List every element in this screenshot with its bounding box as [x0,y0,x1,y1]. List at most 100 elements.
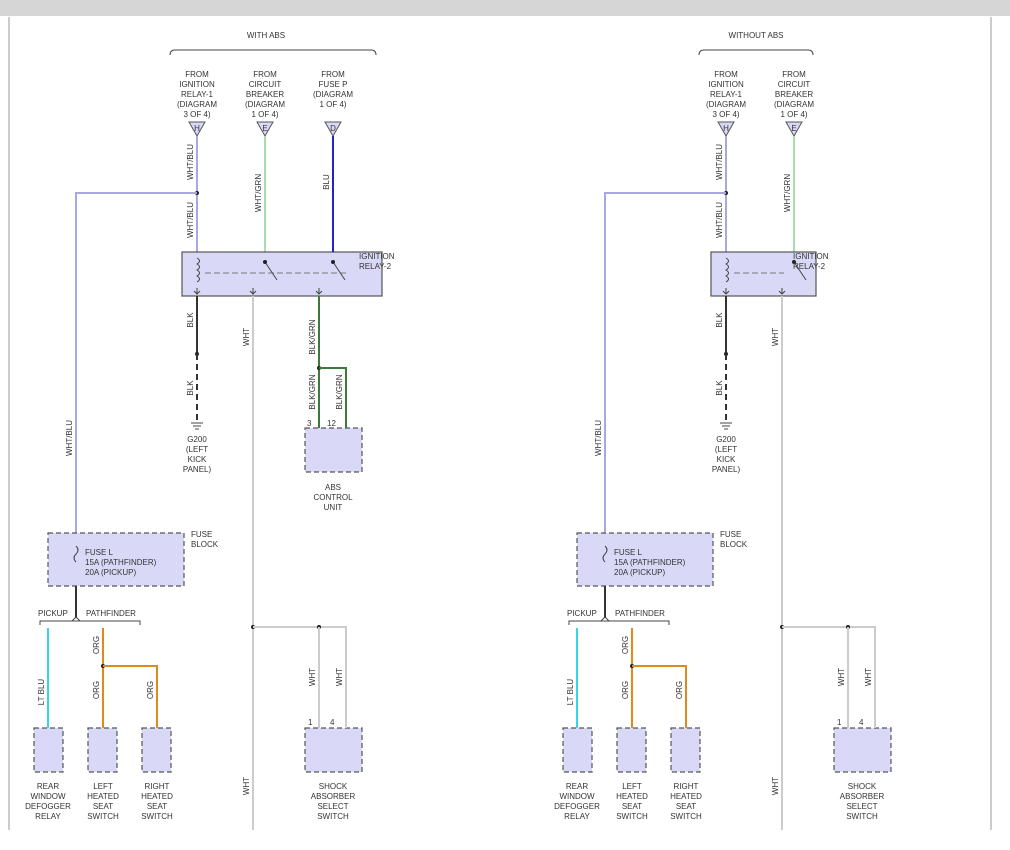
source-e-pin-letter: E [262,124,267,133]
ground-label: G200 [187,435,207,444]
source-label: FUSE P [319,80,348,89]
ground-label: PANEL) [712,465,741,474]
source-h-connector [717,121,735,138]
source-e-connector [785,121,803,138]
abs-pin-label: 12 [327,419,336,428]
component-label: DEFOGGER [25,802,71,811]
component-label: HEATED [670,792,702,801]
component-label: SEAT [93,802,113,811]
source-label: CIRCUIT [249,80,282,89]
abs-control-unit-label: UNIT [324,503,343,512]
fuse-block-body [576,532,714,587]
source-label: IGNITION [708,80,744,89]
fuse-l-label: 20A (PICKUP) [614,568,665,577]
component-label: RIGHT [674,782,699,791]
component-body [833,727,892,773]
variant-bracket-tip [600,616,610,622]
component-body [616,727,647,773]
component-label: RELAY [35,812,61,821]
wire-color-label: WHT/BLU [715,144,724,180]
wire-color-label: BLK/GRN [335,374,344,409]
shock-pin-label: 4 [330,718,335,727]
source-label: 3 OF 4) [712,110,739,119]
fuse-l-symbol [73,545,79,563]
component-label: ABSORBER [840,792,885,801]
variant-bracket [39,620,141,625]
relay-coil [725,257,729,283]
relay-coil [196,257,200,283]
component-label: LEFT [93,782,113,791]
source-label: 3 OF 4) [183,110,210,119]
source-label: (DIAGRAM [313,90,353,99]
wire-blk-grn-branch [319,367,347,428]
component-label: SHOCK [848,782,877,791]
source-label: BREAKER [246,90,284,99]
source-h-pin-letter: H [723,124,729,133]
wire-color-label: ORG [675,681,684,699]
relay-terminal-arrow [778,288,786,295]
ground-label: PANEL) [183,465,212,474]
wire-wht-to-shock [253,626,347,728]
component-label: SWITCH [141,812,173,821]
component-body [87,727,118,773]
wire-org-branch [632,665,687,728]
wire-color-label: BLK [715,380,724,396]
wire-color-label: WHT/BLU [186,144,195,180]
wire-color-label: WHT [771,777,780,795]
component-label: SHOCK [319,782,348,791]
component-body [304,727,363,773]
wire-wht-to-shock [782,626,876,728]
abs-control-unit-label: CONTROL [313,493,353,502]
wire-color-label: BLU [322,174,331,190]
wire-color-label: WHT/GRN [254,174,263,212]
variant-bracket-tip [71,616,81,622]
component-label: DEFOGGER [554,802,600,811]
wire-color-label: BLK [186,380,195,396]
relay-switch-contact [264,261,278,281]
wire-color-label: WHT [771,328,780,346]
source-e-connector [256,121,274,138]
shock-pin-label: 1 [837,718,842,727]
wire-color-label: WHT/BLU [715,202,724,238]
source-label: FROM [321,70,345,79]
source-label: 1 OF 4) [251,110,278,119]
source-label: (DIAGRAM [177,100,217,109]
component-body [33,727,64,773]
wire-color-label: BLK/GRN [308,374,317,409]
source-label: 1 OF 4) [780,110,807,119]
source-label: (DIAGRAM [245,100,285,109]
ground-label: KICK [188,455,207,464]
variant-pickup-label: PICKUP [38,609,68,618]
wire-color-label: WHT/BLU [594,420,603,456]
fuse-l-label: FUSE L [614,548,643,557]
abs-control-unit-label: ABS [325,483,341,492]
wire-color-label: ORG [146,681,155,699]
source-label: IGNITION [179,80,215,89]
component-label: REAR [566,782,588,791]
component-label: SWITCH [87,812,119,821]
wire-color-label: ORG [621,636,630,654]
source-label: RELAY-1 [181,90,214,99]
ground-label: KICK [717,455,736,464]
component-label: HEATED [616,792,648,801]
variant-pathfinder-label: PATHFINDER [615,609,665,618]
component-label: SWITCH [670,812,702,821]
source-d-pin-letter: D [330,124,336,133]
variant-pathfinder-label: PATHFINDER [86,609,136,618]
wire-color-label: WHT/BLU [65,420,74,456]
component-label: LEFT [622,782,642,791]
relay-switch-contact [793,261,807,281]
fuse-l-label: 20A (PICKUP) [85,568,136,577]
ignition-relay-2-body [181,251,383,297]
fuse-block-body [47,532,185,587]
fuse-block-label: FUSE [720,530,741,539]
relay-switch-contact [332,261,346,281]
component-body [141,727,172,773]
ignition-relay-2-label: IGNITION [793,252,829,261]
component-label: SWITCH [616,812,648,821]
component-label: WINDOW [559,792,595,801]
relay-terminal-arrow [722,288,730,295]
wire-color-label: LT BLU [37,679,46,706]
component-label: REAR [37,782,59,791]
